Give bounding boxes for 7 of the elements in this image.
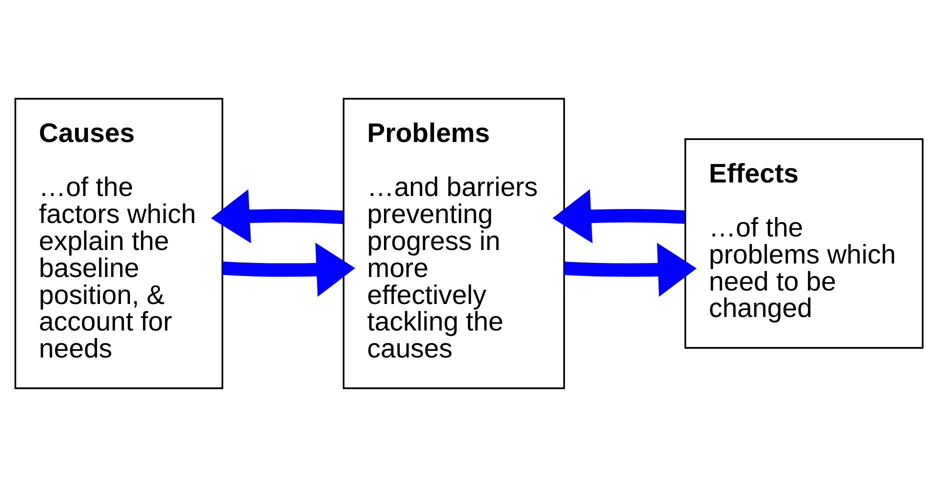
- arrow: [564, 242, 697, 296]
- node-box: Effects …of the problems which need to be changed: [684, 138, 924, 348]
- node-box: Problems …and barriers preventing progress in more effectively tackling the causes: [342, 97, 565, 389]
- arrow: [222, 242, 356, 296]
- arrow: [211, 188, 344, 243]
- node-box: Causes …of the factors which explain the baseline position, & account for needs: [14, 97, 224, 389]
- arrow: [552, 188, 686, 243]
